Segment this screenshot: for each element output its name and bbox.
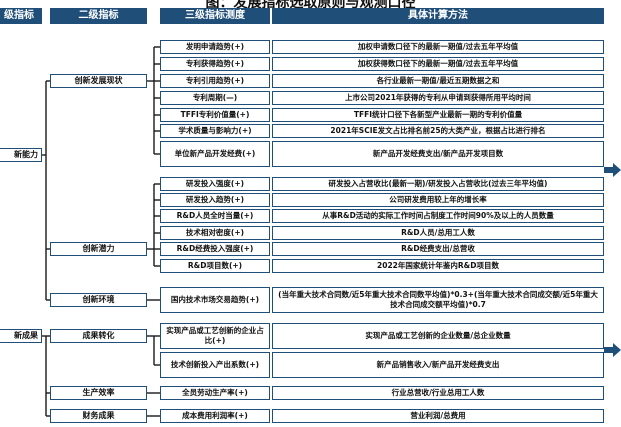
level1-new-ability: 新能力 [0,148,42,162]
method-box: 2022年国家统计年鉴内R&D项目数 [272,259,604,273]
method-box: 上市公司2021年获得的专利从申请到获得所用平均时间 [272,91,604,105]
method-box: R&D经费支出/总营收 [272,242,604,256]
level2-financial-results: 财务成果 [50,409,147,423]
method-box: 新产品开发经费支出/新产品开发项目数 [272,141,604,167]
measure-box: 实现产品或工艺创新的企业占比(+) [160,323,270,349]
method-box: 新产品销售收入/新产品开发经费支出 [272,352,604,378]
measure-box: R&D经费投入强度(+) [160,242,270,256]
method-box: 加权获得数口径下的最新一期值/过去五年平均值 [272,57,604,71]
method-box: (当年重大技术合同数/近5年重大技术合同数平均值)*0.3+(当年重大技术合同成… [272,287,604,313]
level2-innovation-potential: 创新潜力 [50,242,147,256]
level2-production-efficiency: 生产效率 [50,386,147,400]
arrow-right-icon [604,163,621,177]
arrow-right-icon [604,343,621,357]
measure-box: 全员劳动生产率(+) [160,386,270,400]
measure-box: 学术质量与影响力(+) [160,124,270,138]
level2-achievement-transformation: 成果转化 [50,329,147,343]
header-level1: 级指标 [0,8,42,24]
level2-innovation-status: 创新发展现状 [50,74,147,88]
measure-box: 专利引用趋势(+) [160,74,270,88]
method-box: 实现产品或工艺创新的企业数量/总企业数量 [272,323,604,349]
method-box: 2021年SCIE发文占比排名前25的大类产业，根据占比进行排名 [272,124,604,138]
measure-box: TFFI专利价值量(+) [160,108,270,122]
measure-box: 研发投入强度(+) [160,177,270,191]
measure-box: 单位新产品开发经费(+) [160,141,270,167]
measure-box: 技术相对密度(+) [160,226,270,240]
header-level2: 二级指标 [50,8,147,24]
method-box: 加权申请数口径下的最新一期值/过去五年平均值 [272,40,604,54]
method-box: TFFI统计口径下各新型产业最新一期的专利价值量 [272,108,604,122]
diagram-title: 图：发展指标选取原则与观测口径 [205,0,416,11]
method-box: 研发投入占营收比(最新一期)/研发投入占营收比(过去三年平均值) [272,177,604,191]
measure-box: 国内技术市场交易趋势(+) [160,287,270,313]
level1-new-results: 新成果 [0,329,42,343]
measure-box: 专利获得趋势(+) [160,57,270,71]
method-box: 公司研发费用较上年的增长率 [272,193,604,207]
header-method: 具体计算方法 [272,8,604,24]
method-box: 营业利润/总费用 [272,409,604,423]
measure-box: 发明申请趋势(+) [160,40,270,54]
measure-box: 研发投入趋势(+) [160,193,270,207]
method-box: 从事R&D活动的实际工作时间占制度工作时间90%及以上的人员数量 [272,209,604,223]
header-level3: 三级指标测度 [160,8,270,24]
measure-box: R&D人员全时当量(+) [160,209,270,223]
level2-innovation-environment: 创新环境 [50,293,147,307]
measure-box: 技术创新投入产出系数(+) [160,352,270,378]
method-box: 各行业最新一期值/最近五期数据之和 [272,74,604,88]
method-box: R&D人员/总用工人数 [272,226,604,240]
measure-box: 专利周期(—) [160,91,270,105]
measure-box: 成本费用利润率(+) [160,409,270,423]
method-box: 行业总营收/行业总用工人数 [272,386,604,400]
measure-box: R&D项目数(+) [160,259,270,273]
